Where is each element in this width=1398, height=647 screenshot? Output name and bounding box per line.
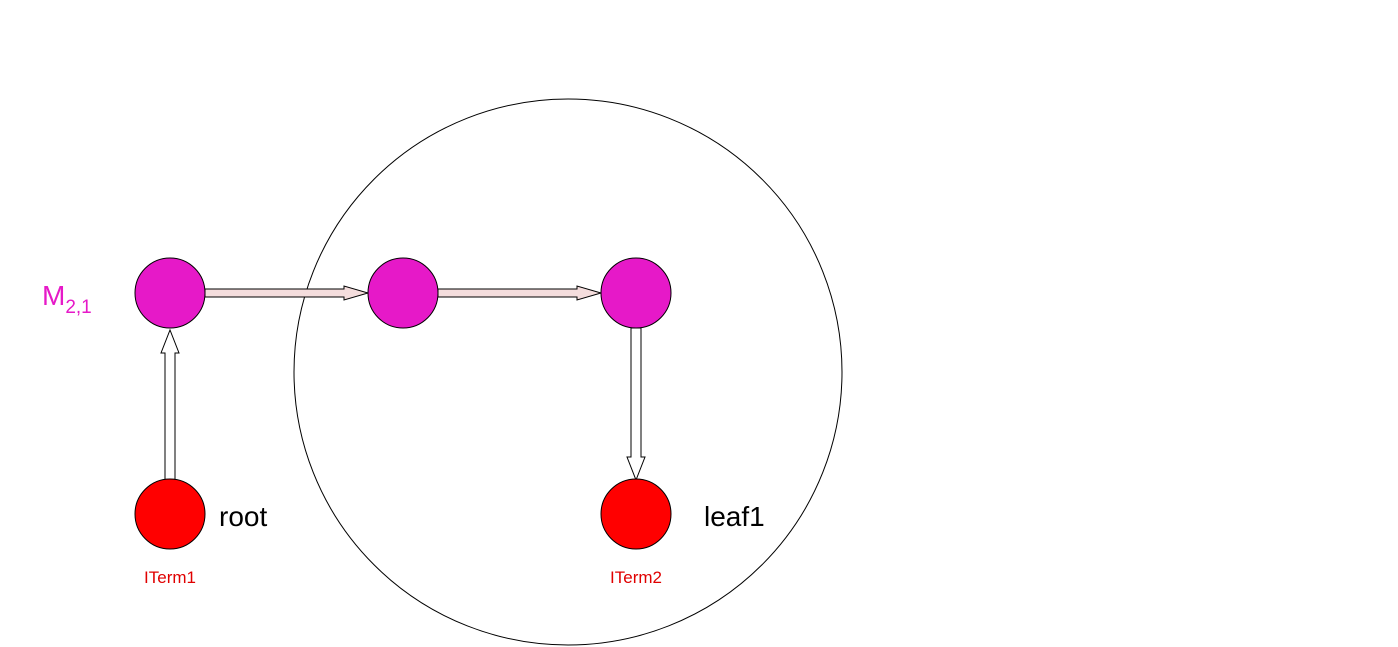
node-middle (367, 257, 439, 329)
iterm1-label: ITerm1 (144, 568, 196, 587)
m21-label-main: M (42, 280, 65, 311)
enclosing-circle (293, 98, 843, 646)
arrow-right-to-leaf (626, 327, 646, 482)
arrow-m-to-middle (204, 285, 370, 301)
leaf1-label: leaf1 (704, 501, 765, 532)
root-label: root (219, 501, 267, 532)
iterm2-label: ITerm2 (610, 568, 662, 587)
arrow-root-to-m (160, 328, 180, 481)
m21-label: M2,1 (42, 280, 92, 318)
arrow-middle-to-right (437, 285, 603, 301)
node-leaf1 (600, 478, 672, 550)
node-root (134, 478, 206, 550)
m21-label-subscript: 2,1 (65, 297, 91, 318)
node-right (600, 257, 672, 329)
node-m21 (134, 257, 206, 329)
